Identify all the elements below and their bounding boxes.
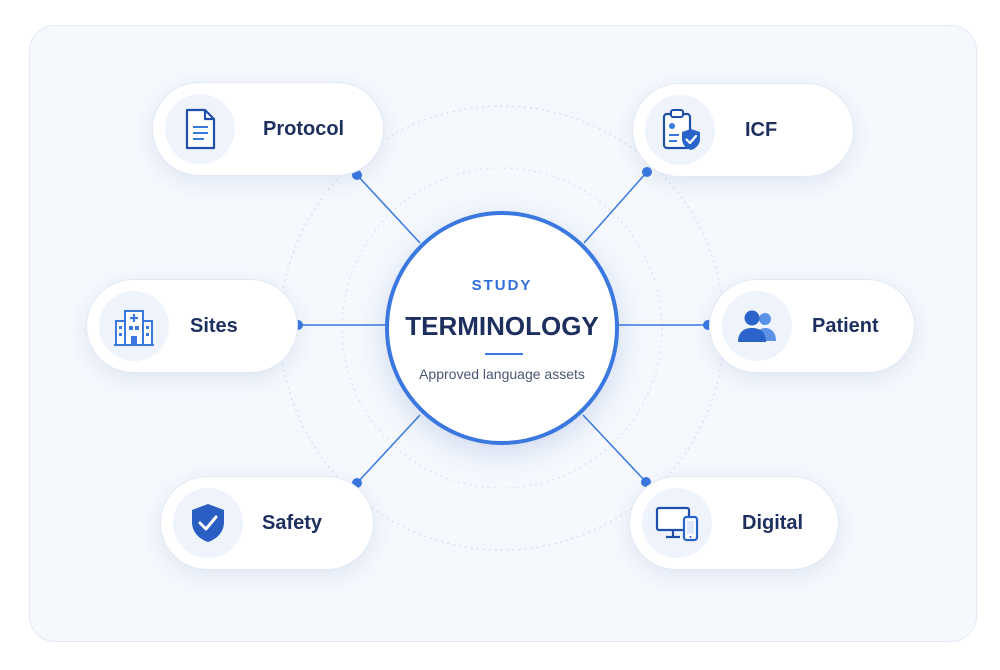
center-title: TERMINOLOGY [405,311,599,341]
node-icf[interactable]: ICF [632,83,854,177]
node-sites[interactable]: Sites [86,279,298,373]
node-patient-label: Patient [812,315,879,337]
node-patient[interactable]: Patient [709,279,915,373]
node-patient-icon-wrap [722,291,792,361]
node-safety-icon-wrap [173,488,243,558]
node-digital-icon-wrap [642,488,712,558]
node-protocol-icon-wrap [165,94,235,164]
connector-protocol [356,174,421,244]
node-icf-icon-wrap [645,95,715,165]
center-subtitle: Approved language assets [419,366,585,382]
node-safety[interactable]: Safety [160,476,374,570]
node-protocol-label: Protocol [263,118,345,140]
connector-safety [356,414,421,484]
clipboard-shield-icon [662,109,700,150]
node-digital-label: Digital [742,512,804,534]
node-digital[interactable]: Digital [629,476,839,570]
shield-check-icon [192,504,224,542]
people-icon [738,310,776,342]
devices-icon [655,506,699,542]
connector-digital [582,414,647,483]
inner-ring [341,167,663,489]
center-hub: STUDY TERMINOLOGY Approved language asse… [385,211,619,445]
document-icon [185,108,216,150]
node-sites-label: Sites [190,315,238,337]
node-icf-label: ICF [745,119,778,141]
node-sites-icon-wrap [99,291,169,361]
connector-dot-icf [642,167,652,177]
connector-icf [583,171,648,244]
center-kicker: STUDY [471,277,533,294]
node-protocol[interactable]: Protocol [152,82,384,176]
center-divider [485,353,523,355]
hospital-icon [114,310,154,346]
node-safety-label: Safety [262,512,323,534]
